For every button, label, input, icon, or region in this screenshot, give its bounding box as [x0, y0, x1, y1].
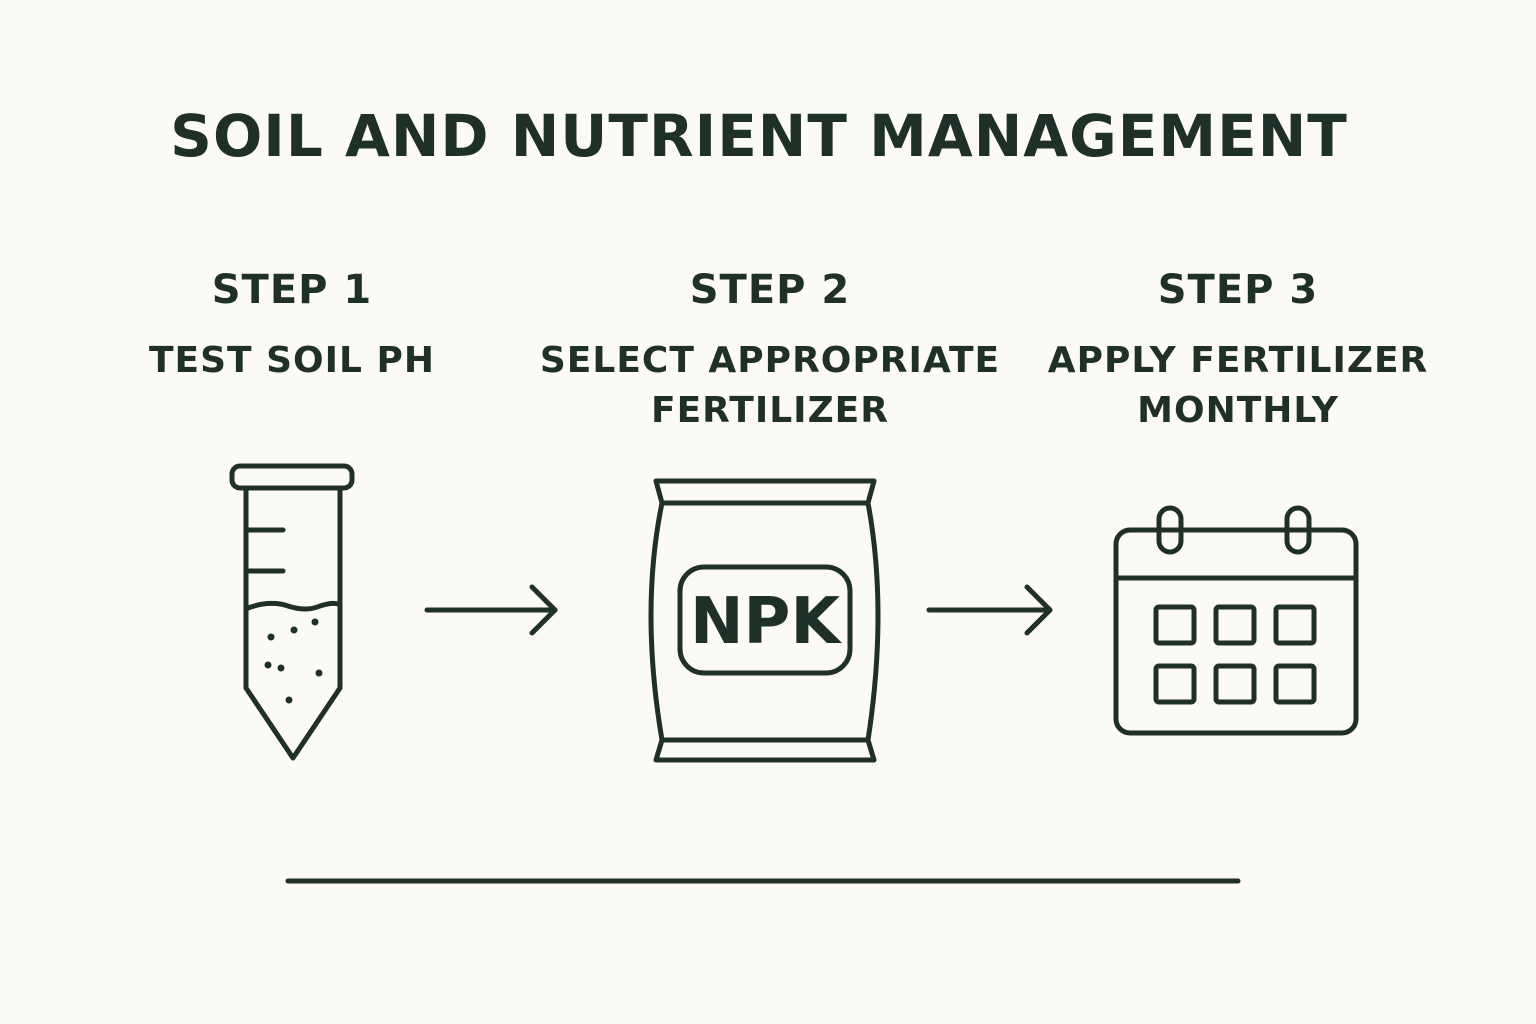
step-1: STEP 1 TEST SOIL PH — [52, 262, 532, 386]
step-2-number: STEP 2 — [689, 267, 851, 313]
step-3-number: STEP 3 — [1157, 267, 1319, 313]
step-3-label: APPLY FERTILIZER MONTHLY — [1047, 340, 1429, 431]
step-1-number: STEP 1 — [211, 267, 373, 313]
arrow-right-icon-1 — [424, 584, 558, 636]
step-2-label: SELECT APPROPRIATE FERTILIZER — [539, 340, 1001, 431]
test-tube-icon — [229, 463, 355, 761]
calendar-icon — [1113, 505, 1359, 736]
arrow-right-icon-2 — [926, 584, 1053, 636]
step-2: STEP 2 SELECT APPROPRIATE FERTILIZER — [530, 262, 1010, 436]
fertilizer-bag-icon: NPK — [648, 478, 881, 763]
page-title: SOIL AND NUTRIENT MANAGEMENT — [170, 102, 1348, 170]
step-1-label: TEST SOIL PH — [148, 340, 436, 381]
npk-label: NPK — [690, 585, 842, 659]
step-3: STEP 3 APPLY FERTILIZER MONTHLY — [998, 262, 1478, 436]
